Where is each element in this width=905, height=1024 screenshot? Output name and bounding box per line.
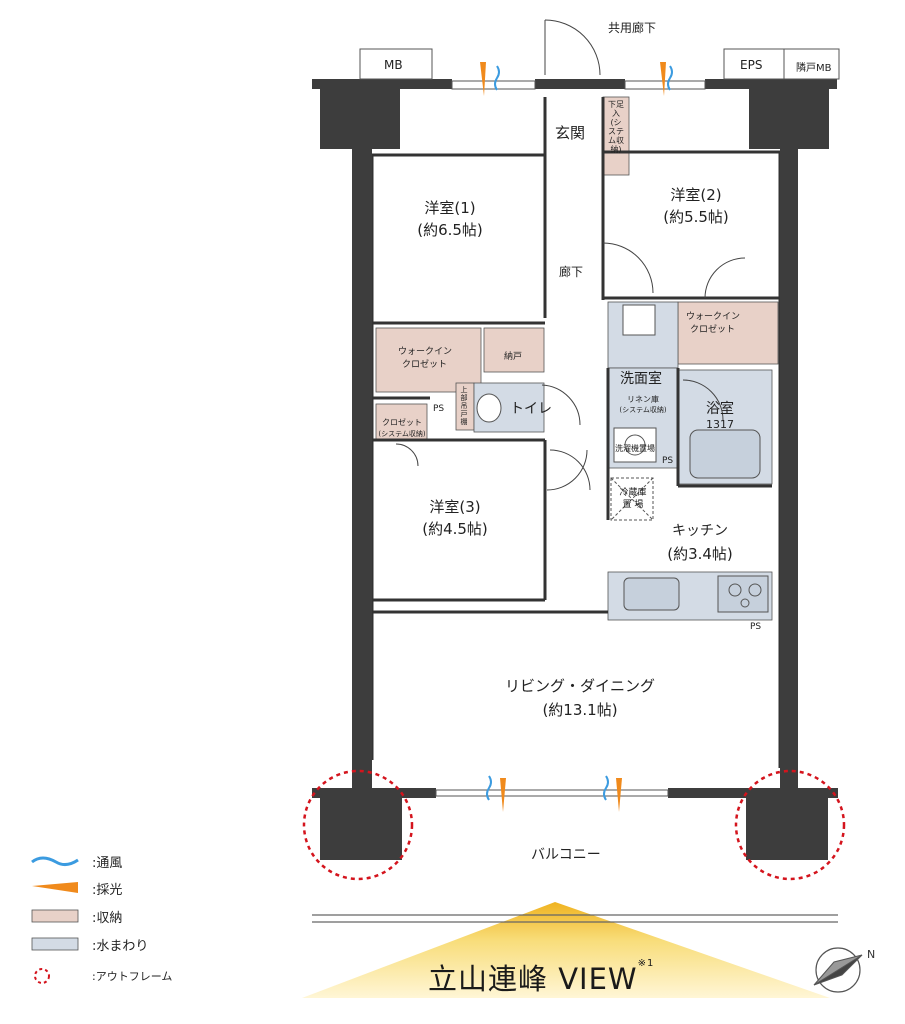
storeroom-label: 納戸 xyxy=(504,352,523,362)
ps-kitchen-label: PS xyxy=(750,622,762,632)
western1-name: 洋室(1) xyxy=(424,199,476,217)
view-fan xyxy=(302,902,830,998)
legend-storage: :収納 xyxy=(92,907,122,926)
wind-markers xyxy=(486,65,673,801)
compass-icon: N xyxy=(813,947,875,993)
svg-text:N: N xyxy=(867,948,875,961)
kitchen-name: キッチン xyxy=(672,523,728,539)
wind-icon xyxy=(31,856,79,867)
eps-label: EPS xyxy=(740,58,763,72)
ps-left-label: PS xyxy=(433,404,445,414)
legend-storage-label: :収納 xyxy=(92,911,123,926)
living-name: リビング・ダイニング xyxy=(504,677,655,695)
closet-line1: クロゼット xyxy=(382,418,422,427)
linen-line2: (システム収納) xyxy=(619,406,667,414)
wic-right-line1: ウォークイン xyxy=(686,312,741,322)
storage-swatch xyxy=(31,909,79,923)
light-markers xyxy=(480,62,666,812)
view-note: ※1 xyxy=(637,958,655,969)
fridge-line2: 置 場 xyxy=(622,500,644,510)
washroom-label: 洗面室 xyxy=(620,371,662,387)
western3-name: 洋室(3) xyxy=(429,498,481,516)
shoe-storage-label: 下足入(システム収納) xyxy=(608,100,624,154)
view-title-text: 立山連峰 VIEW xyxy=(428,962,638,996)
western3-size: (約4.5帖) xyxy=(422,520,488,538)
legend-light-label: :採光 xyxy=(92,883,123,898)
water-swatch xyxy=(31,937,79,951)
kitchen-size: (約3.4帖) xyxy=(667,545,733,563)
legend-light: :採光 xyxy=(92,879,122,898)
wic-left-line2: クロゼット xyxy=(402,360,448,370)
outframe-markers xyxy=(302,769,846,881)
shelf-label: 上部吊戸棚 xyxy=(460,386,468,426)
toilet-label: トイレ xyxy=(510,401,552,417)
western1-size: (約6.5帖) xyxy=(417,221,483,239)
entrance-label: 玄関 xyxy=(555,124,586,142)
closet-line2: (システム収納) xyxy=(378,430,426,438)
bath-name: 浴室 xyxy=(706,401,734,417)
legend-wind-label: :通風 xyxy=(92,856,123,871)
western2-size: (約5.5帖) xyxy=(663,208,729,226)
hallway-label: 廊下 xyxy=(559,265,584,279)
wic-right-line2: クロゼット xyxy=(690,325,736,335)
linen-line1: リネン庫 xyxy=(627,395,659,404)
legend-wind: :通風 xyxy=(92,852,122,871)
mb-right-label: 隣戸MB xyxy=(796,63,832,74)
western2-name: 洋室(2) xyxy=(670,186,722,204)
storage-areas xyxy=(375,96,779,441)
balcony-label: バルコニー xyxy=(531,847,601,863)
legend-water-label: :水まわり xyxy=(92,939,149,954)
ps-mid-label: PS xyxy=(662,456,674,466)
view-title: 立山連峰 VIEW※1 xyxy=(428,956,654,998)
legend-water: :水まわり xyxy=(92,935,148,954)
legend-outframe-label: :アウトフレーム xyxy=(92,970,173,983)
legend-outframe: :アウトフレーム xyxy=(92,968,172,984)
outframe-icon xyxy=(34,968,50,984)
structural-walls xyxy=(312,79,838,860)
fridge-line1: 冷蔵庫 xyxy=(619,488,647,498)
wic-left-line1: ウォークイン xyxy=(398,347,453,357)
living-size: (約13.1帖) xyxy=(542,701,618,719)
shared-corridor-label: 共用廊下 xyxy=(608,21,657,35)
washer-label: 洗濯機置場 xyxy=(615,444,655,453)
light-icon xyxy=(32,882,78,893)
mb-left-label: MB xyxy=(384,58,403,72)
bath-size: 1317 xyxy=(706,418,734,431)
